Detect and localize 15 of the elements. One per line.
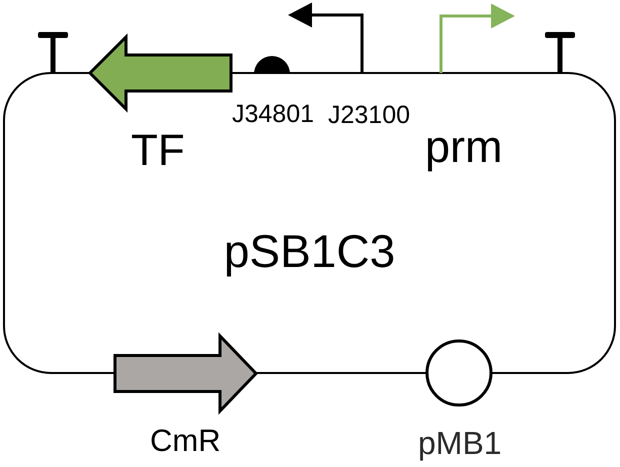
- terminator-symbol: [544, 30, 576, 74]
- part-label: J34801: [232, 102, 314, 127]
- part-label: J23100: [328, 103, 410, 128]
- promoter-symbol: [439, 3, 517, 74]
- part-label: pMB1: [418, 427, 502, 459]
- part-label: TF: [131, 129, 185, 173]
- terminator-symbol: [37, 30, 69, 74]
- origin-circle: [425, 339, 493, 407]
- rbs-symbol: [253, 54, 291, 74]
- part-label: prm: [425, 124, 502, 169]
- gene-symbol: [113, 334, 258, 413]
- plasmid-name: pSB1C3: [224, 228, 396, 274]
- gene-symbol: [88, 35, 233, 111]
- part-label: CmR: [150, 425, 221, 456]
- promoter-symbol: [286, 2, 364, 74]
